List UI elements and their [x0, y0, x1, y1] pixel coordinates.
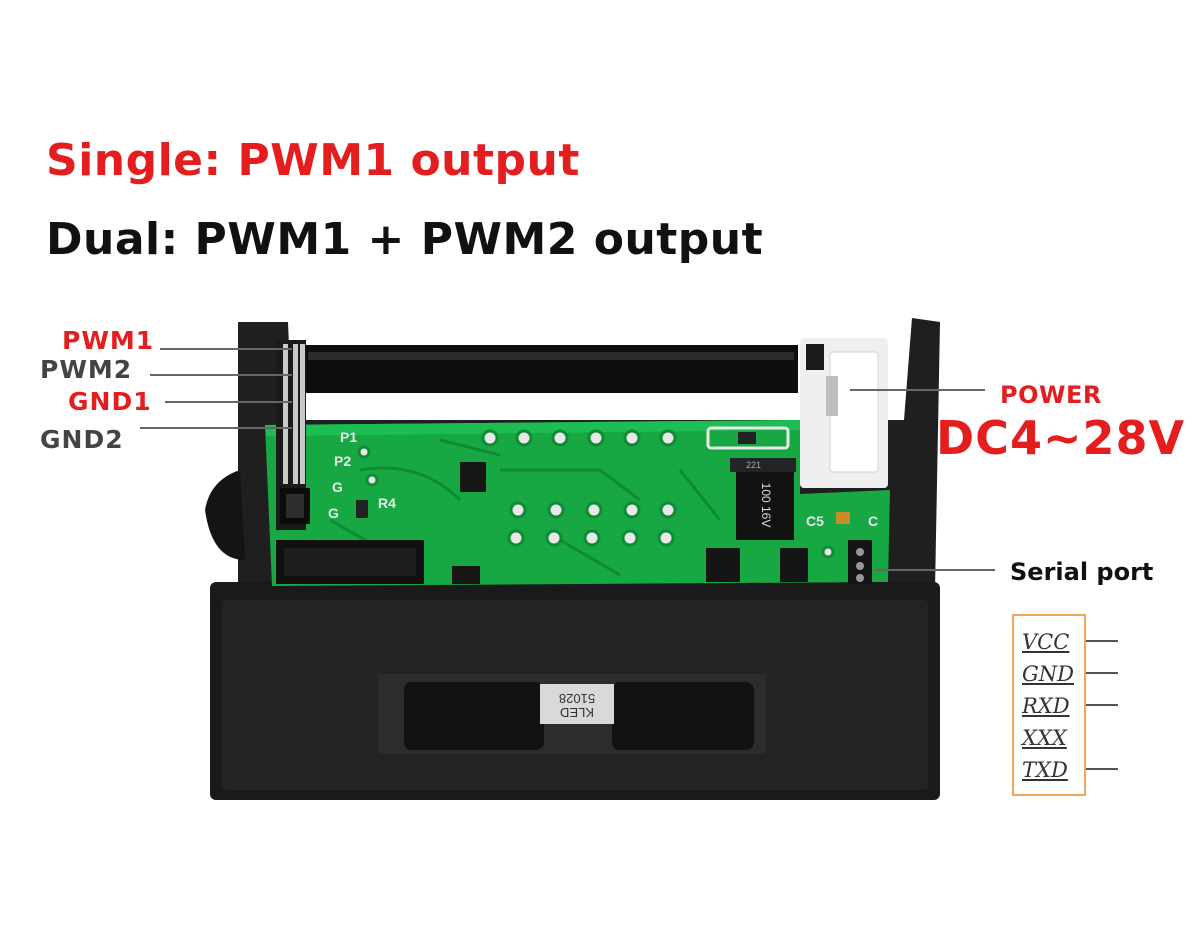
serial-pin-vcc: VCC: [1022, 630, 1070, 654]
silk-c: C: [868, 513, 878, 529]
lcd-code-1: 51028: [559, 691, 595, 706]
power-voltage: DC4~28V: [936, 411, 1186, 465]
silk-g2: G: [328, 505, 339, 521]
pcb-board: 100 16V 221 P1 P2 G G R4 C5 C V: [265, 420, 890, 586]
serial-pin-xxx: XXX: [1022, 726, 1067, 750]
pwm-header: [276, 340, 310, 530]
cap-label: 100 16V: [759, 483, 773, 528]
silk-p1: P1: [340, 429, 357, 445]
heading-dual: Dual: PWM1 + PWM2 output: [46, 214, 764, 265]
serial-pin-rxd: RXD: [1022, 694, 1070, 718]
silk-c5: C5: [806, 513, 824, 529]
pin-label-gnd1: GND1: [68, 387, 152, 416]
pin-label-pwm2: PWM2: [40, 355, 133, 384]
heading-single-suffix: PWM1 output: [237, 135, 580, 186]
serial-pin-txd: TXD: [1022, 758, 1068, 782]
pin-label-gnd2: GND2: [40, 425, 124, 454]
silk-g1: G: [332, 479, 343, 495]
silk-p2: P2: [334, 453, 351, 469]
heading-single-prefix: Single:: [46, 135, 238, 186]
silk-r4: R4: [378, 495, 396, 511]
heading-single: Single: PWM1 output: [46, 135, 580, 186]
power-label: POWER: [1000, 381, 1102, 409]
power-connector: [800, 338, 888, 488]
serial-port-label: Serial port: [1010, 558, 1154, 586]
serial-pin-gnd: GND: [1022, 662, 1074, 686]
lcd-code-2: KLED: [560, 705, 594, 720]
serial-pin-box: VCC GND RXD XXX TXD: [1012, 614, 1086, 796]
chip-label: 221: [746, 460, 761, 470]
pin-label-pwm1: PWM1: [62, 326, 155, 355]
